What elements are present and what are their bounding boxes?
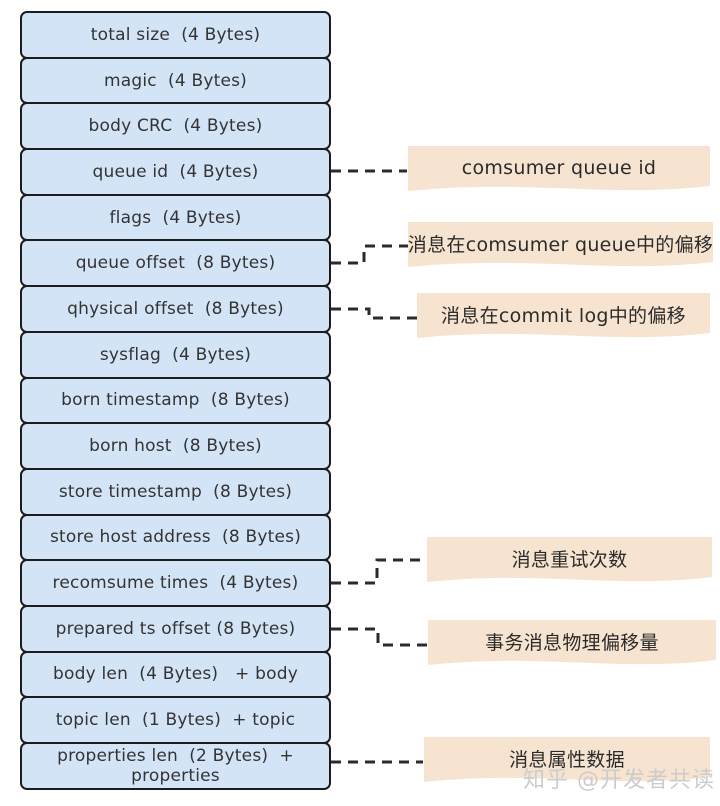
field-label: born host (8 Bytes) [89,436,262,456]
field-label: store host address (8 Bytes) [49,527,302,548]
field-box: born timestamp (8 Bytes) [20,376,331,425]
field-label: body len (4 Bytes) + body [53,664,298,685]
field-label: qhysical offset (8 Bytes) [67,298,284,319]
connector-prepared-ts-offset [331,627,429,647]
wave-shape [408,146,710,191]
field-box: flags (4 Bytes) [20,193,331,242]
field-label: properties len (2 Bytes) + properties [57,745,300,786]
annotation-queue-offset: 消息在comsumer queue中的偏移 [408,222,713,272]
annotation-label: 消息在comsumer queue中的偏移 [407,234,714,256]
annotation-label: 消息属性数据 [509,749,625,771]
field-box: magic (4 Bytes) [20,56,331,105]
field-box: topic len (1 Bytes) + topic [20,696,331,744]
field-label: born timestamp (8 Bytes) [61,390,290,411]
wave-shape [427,537,712,582]
field-label: queue id (4 Bytes) [92,161,259,182]
annotation-consumer-queue-id: comsumer queue id [408,146,710,196]
field-box: body CRC (4 Bytes) [20,102,331,151]
field-column: total size (4 Bytes) magic (4 Bytes) bod… [20,11,331,790]
field-label: sysflag (4 Bytes) [99,344,252,365]
connector-qhysical-offset [331,307,417,320]
field-label: magic (4 Bytes) [103,70,248,91]
connector-recomsume-times [331,558,427,585]
field-box: total size (4 Bytes) [20,11,331,59]
annotation-transaction-offset: 事务消息物理偏移量 [428,620,716,670]
field-box: properties len (2 Bytes) + properties [20,742,331,790]
field-box: body len (4 Bytes) + body [20,650,331,699]
annotation-commit-log-offset: 消息在commit log中的偏移 [417,293,710,343]
annotation-label: comsumer queue id [461,156,657,179]
field-box: sysflag (4 Bytes) [20,330,331,379]
field-label: body CRC (4 Bytes) [88,116,263,137]
wave-shape [417,293,710,338]
field-box: qhysical offset (8 Bytes) [20,285,331,333]
field-box: store host address (8 Bytes) [20,513,331,562]
annotation-label: 消息在commit log中的偏移 [441,305,686,327]
field-label: topic len (1 Bytes) + topic [55,710,296,731]
field-box: queue id (4 Bytes) [20,148,331,196]
field-label: flags (4 Bytes) [109,207,242,228]
watermark: 知乎 @开发者共读 [523,768,715,793]
annotation-retry-count: 消息重试次数 [427,537,712,587]
field-box: queue offset (8 Bytes) [20,239,331,288]
annotation-label: 事务消息物理偏移量 [485,632,659,654]
wave-shape [428,620,716,665]
field-box: prepared ts offset (8 Bytes) [20,604,331,653]
field-label: prepared ts offset (8 Bytes) [55,618,296,639]
annotation-label: 消息重试次数 [511,549,628,571]
field-label: queue offset (8 Bytes) [75,253,276,274]
field-label: recomsume times (4 Bytes) [52,573,299,594]
connector-queue-offset [331,244,409,265]
field-box: recomsume times (4 Bytes) [20,559,331,607]
wave-shape [424,737,710,782]
field-box: store timestamp (8 Bytes) [20,467,331,516]
wave-shape [408,222,713,267]
field-box: born host (8 Bytes) [20,422,331,470]
annotation-properties-data: 消息属性数据 [424,737,710,787]
field-label: total size (4 Bytes) [90,24,261,45]
field-label: store timestamp (8 Bytes) [58,481,293,502]
